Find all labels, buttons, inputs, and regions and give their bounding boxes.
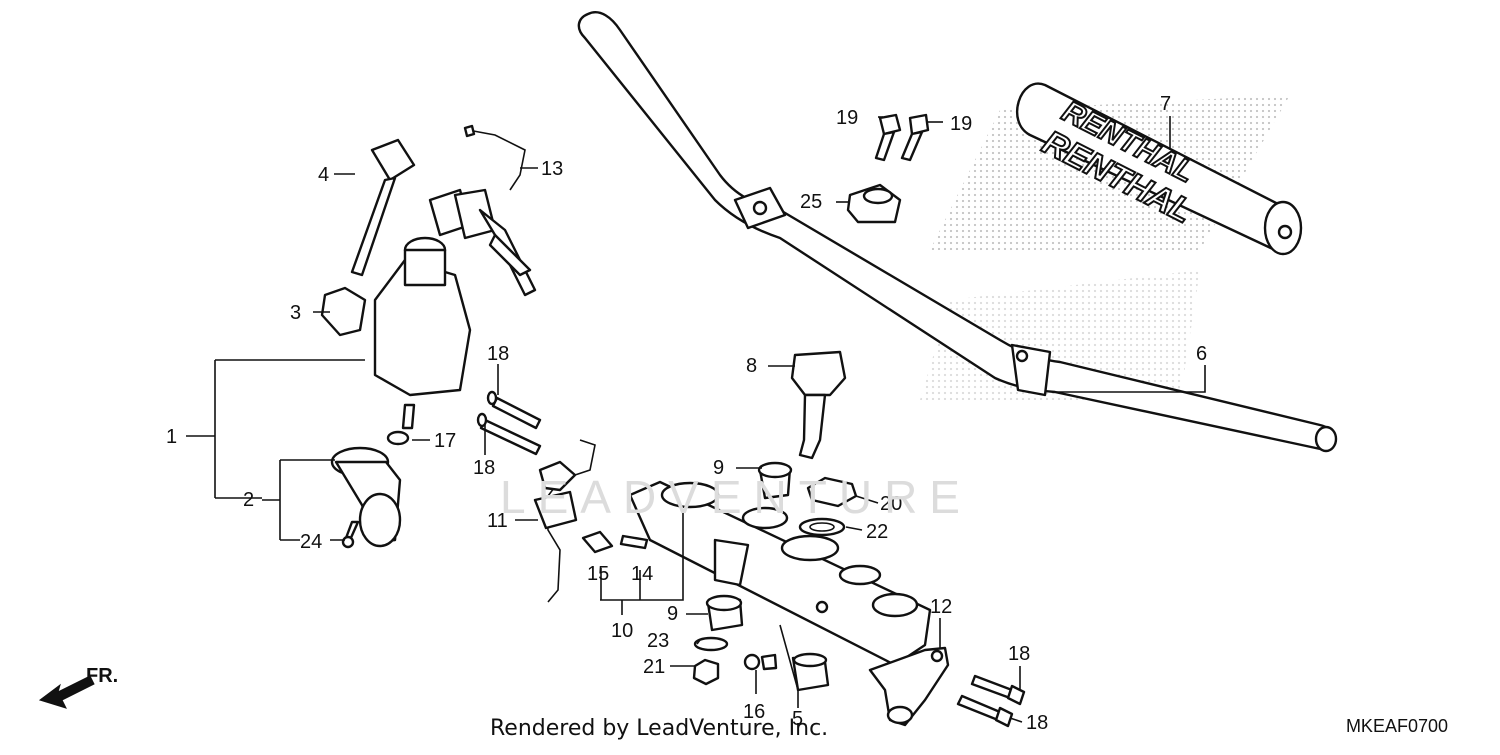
handlebar-clamp-left [733, 186, 787, 230]
clamp-5[interactable] [791, 652, 830, 692]
plate-14[interactable] [619, 534, 649, 550]
front-indicator-text: FR. [86, 665, 118, 687]
handlebar-holder-8[interactable] [790, 350, 847, 460]
top-bridge-10[interactable] [628, 480, 932, 667]
ignition-switch[interactable] [373, 236, 472, 397]
washer-23[interactable] [693, 636, 729, 652]
washer-22[interactable] [798, 517, 846, 537]
bolt-19-right[interactable] [900, 113, 930, 162]
callout-6[interactable]: 6 [1196, 343, 1207, 365]
lock-housing-2[interactable] [330, 446, 402, 548]
callout-22[interactable]: 22 [866, 521, 888, 543]
handlebar[interactable] [577, 11, 1338, 453]
callout-24[interactable]: 24 [300, 531, 322, 553]
nut-21[interactable] [692, 658, 720, 686]
bolt-18-left-upper[interactable] [486, 390, 542, 430]
callout-18-left-lower[interactable]: 18 [473, 457, 495, 479]
callout-3[interactable]: 3 [290, 302, 301, 324]
plate-15[interactable] [581, 530, 614, 554]
callouts: 1 2 3 4 5 6 7 8 9 9 10 11 12 13 14 15 16… [166, 93, 1207, 734]
callout-19-left[interactable]: 19 [836, 107, 858, 129]
callout-18-left-upper[interactable]: 18 [487, 343, 509, 365]
cable-guide-11[interactable] [533, 439, 596, 603]
clip-3[interactable] [320, 286, 367, 337]
callout-18-right-lower[interactable]: 18 [1026, 712, 1048, 734]
bolt-18-right-lower[interactable] [956, 694, 1014, 728]
callout-12[interactable]: 12 [930, 596, 952, 618]
callout-17[interactable]: 17 [434, 430, 456, 452]
callout-9-lower[interactable]: 9 [667, 603, 678, 625]
leader-lines [186, 116, 1206, 723]
diagram-code: MKEAF0700 [1345, 716, 1448, 736]
rubber-bushing-9-lower[interactable] [705, 594, 744, 632]
callout-9-upper[interactable]: 9 [713, 457, 724, 479]
callout-18-right-upper[interactable]: 18 [1008, 643, 1030, 665]
key-set[interactable] [428, 188, 537, 297]
callout-14[interactable]: 14 [631, 563, 653, 585]
callout-21[interactable]: 21 [643, 656, 665, 678]
front-arrow-icon: FR. [38, 665, 118, 709]
key-4[interactable] [350, 138, 416, 277]
ignition-bolt-17[interactable] [386, 403, 416, 446]
callout-1[interactable]: 1 [166, 426, 177, 448]
callout-11[interactable]: 11 [487, 510, 508, 532]
bracket-12[interactable] [868, 646, 950, 727]
bolt-19-left[interactable] [874, 113, 902, 162]
clip-13[interactable] [463, 124, 526, 191]
collar-16[interactable] [743, 653, 778, 671]
bolt-18-left-lower[interactable] [476, 412, 542, 456]
callout-5[interactable]: 5 [792, 708, 803, 730]
bolt-18-right-upper[interactable] [970, 674, 1026, 706]
callout-13[interactable]: 13 [541, 158, 563, 180]
callout-25[interactable]: 25 [800, 191, 822, 213]
screw-24[interactable] [341, 520, 360, 549]
callout-4[interactable]: 4 [318, 164, 329, 186]
callout-23[interactable]: 23 [647, 630, 669, 652]
footer-credit: Rendered by LeadVenture, Inc. [490, 716, 829, 741]
callout-7[interactable]: 7 [1160, 93, 1171, 115]
callout-2[interactable]: 2 [243, 489, 254, 511]
callout-16[interactable]: 16 [743, 701, 765, 723]
callout-10[interactable]: 10 [611, 620, 633, 642]
callout-15[interactable]: 15 [587, 563, 609, 585]
callout-8[interactable]: 8 [746, 355, 757, 377]
callout-20[interactable]: 20 [880, 493, 902, 515]
callout-19-right[interactable]: 19 [950, 113, 972, 135]
clamp-cap-25[interactable] [846, 183, 902, 224]
rubber-bushing-9-upper[interactable] [757, 461, 793, 500]
watermark: LEADVENTURE [500, 471, 972, 523]
handlebar-clamp-right [1010, 343, 1052, 397]
